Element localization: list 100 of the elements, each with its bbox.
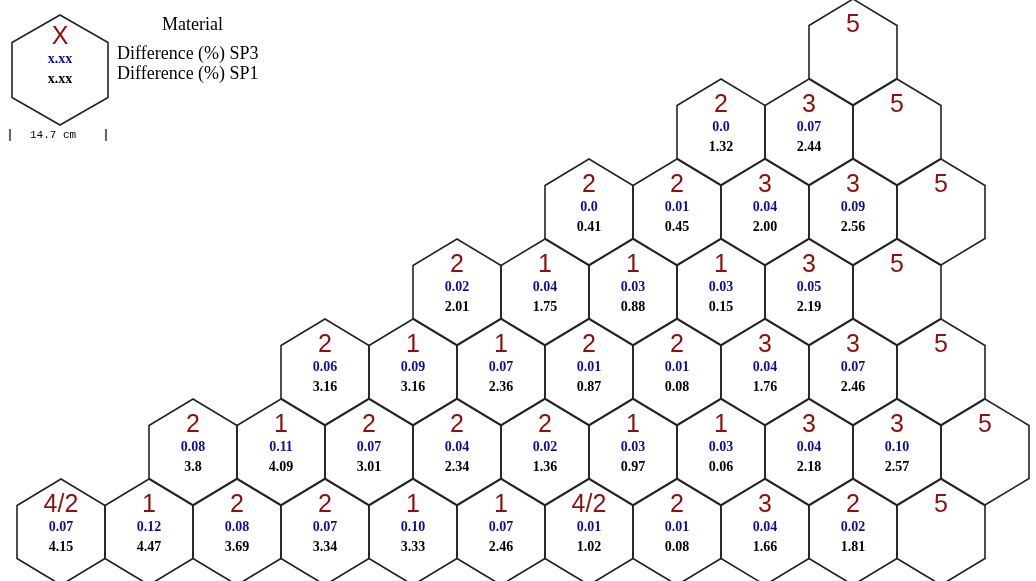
sp1-difference: 2.19 <box>795 299 823 314</box>
material-number: 3 <box>757 331 773 356</box>
sp3-difference: 0.12 <box>135 519 163 534</box>
material-number: 1 <box>713 411 729 436</box>
material-number: 3 <box>801 91 817 116</box>
sp1-difference: 3.16 <box>311 379 339 394</box>
material-number: 5 <box>933 171 949 196</box>
sp1-difference: x.xx <box>46 71 74 86</box>
material-number: 1 <box>273 411 289 436</box>
material-number: 3 <box>845 171 861 196</box>
material-number: 2 <box>317 331 333 356</box>
sp1-difference: 0.41 <box>575 219 603 234</box>
material-number: 5 <box>977 411 993 436</box>
sp1-difference: 0.06 <box>707 459 735 474</box>
hexagon-cell <box>809 479 897 581</box>
sp3-difference: 0.07 <box>355 439 383 454</box>
sp1-difference: 2.56 <box>839 219 867 234</box>
material-number: 1 <box>493 491 509 516</box>
sp3-difference: 0.01 <box>663 519 691 534</box>
material-number: 2 <box>185 411 201 436</box>
sp3-difference: x.xx <box>46 51 74 66</box>
material-number: 3 <box>801 251 817 276</box>
sp1-difference: 2.36 <box>487 379 515 394</box>
sp3-difference: 0.08 <box>223 519 251 534</box>
material-number: 1 <box>405 491 421 516</box>
material-number: 2 <box>317 491 333 516</box>
material-number: 2 <box>229 491 245 516</box>
sp1-difference: 1.02 <box>575 539 603 554</box>
material-number: 2 <box>449 251 465 276</box>
material-number: 5 <box>845 11 861 36</box>
sp3-difference: 0.08 <box>179 439 207 454</box>
material-number: 2 <box>845 491 861 516</box>
material-number: 2 <box>669 171 685 196</box>
sp1-difference: 1.66 <box>751 539 779 554</box>
sp1-difference: 0.45 <box>663 219 691 234</box>
material-number: 1 <box>141 491 157 516</box>
sp3-difference: 0.03 <box>707 279 735 294</box>
sp1-difference: 0.08 <box>663 539 691 554</box>
sp1-difference: 2.34 <box>443 459 471 474</box>
sp1-difference: 1.36 <box>531 459 559 474</box>
sp3-difference: 0.11 <box>268 439 294 454</box>
sp1-difference: 1.75 <box>531 299 559 314</box>
material-number: 5 <box>889 251 905 276</box>
sp1-difference: 1.32 <box>707 139 735 154</box>
material-number: 5 <box>933 491 949 516</box>
material-number: 3 <box>757 491 773 516</box>
sp1-difference: 2.46 <box>487 539 515 554</box>
sp1-difference: 2.46 <box>839 379 867 394</box>
hexagon-cell <box>17 479 105 581</box>
hexagon-cell <box>897 479 985 581</box>
sp3-difference: 0.02 <box>443 279 471 294</box>
material-number: 2 <box>537 411 553 436</box>
material-number: 2 <box>449 411 465 436</box>
material-number: 2 <box>581 171 597 196</box>
sp3-difference: 0.02 <box>839 519 867 534</box>
sp3-difference: 0.07 <box>487 359 515 374</box>
sp3-difference: 0.04 <box>751 359 779 374</box>
sp3-difference: 0.01 <box>663 199 691 214</box>
material-number: 1 <box>405 331 421 356</box>
sp1-difference: 0.87 <box>575 379 603 394</box>
material-number: 2 <box>713 91 729 116</box>
material-number: 4/2 <box>570 491 608 516</box>
dimension-label: 14.7 cm <box>30 128 77 142</box>
sp3-difference: 0.06 <box>311 359 339 374</box>
material-number: 2 <box>361 411 377 436</box>
material-number: 2 <box>669 331 685 356</box>
sp1-difference: 4.09 <box>267 459 295 474</box>
sp3-difference: 0.10 <box>399 519 427 534</box>
sp1-difference: 3.69 <box>223 539 251 554</box>
sp1-difference: 3.16 <box>399 379 427 394</box>
sp3-difference: 0.09 <box>839 199 867 214</box>
sp3-difference: 0.03 <box>619 439 647 454</box>
sp3-difference: 0.09 <box>399 359 427 374</box>
material-number: 1 <box>493 331 509 356</box>
sp1-difference: 1.81 <box>839 539 867 554</box>
sp3-difference: 0.01 <box>663 359 691 374</box>
sp1-difference: 0.08 <box>663 379 691 394</box>
sp1-difference: 3.01 <box>355 459 383 474</box>
sp3-difference: 0.07 <box>311 519 339 534</box>
material-number: 4/2 <box>42 491 80 516</box>
hexagon-cell <box>105 479 193 581</box>
hexagon-cell <box>281 479 369 581</box>
material-number: 1 <box>625 411 641 436</box>
material-number: 1 <box>713 251 729 276</box>
sp3-difference: 0.04 <box>443 439 471 454</box>
sp1-difference: 2.57 <box>883 459 911 474</box>
hexagon-cell <box>193 479 281 581</box>
sp1-difference: 3.8 <box>183 459 203 474</box>
sp1-difference: 2.01 <box>443 299 471 314</box>
sp3-difference: 0.04 <box>795 439 823 454</box>
material-number: 3 <box>889 411 905 436</box>
sp3-difference: 0.01 <box>575 359 603 374</box>
description-text: Material <box>162 14 223 34</box>
sp3-difference: 0.03 <box>619 279 647 294</box>
material-number: 2 <box>669 491 685 516</box>
sp1-difference: 0.88 <box>619 299 647 314</box>
sp3-difference: 0.07 <box>839 359 867 374</box>
sp3-difference: 0.0 <box>579 199 599 214</box>
hexagon-cell <box>457 479 545 581</box>
hexagon-cell <box>545 479 633 581</box>
